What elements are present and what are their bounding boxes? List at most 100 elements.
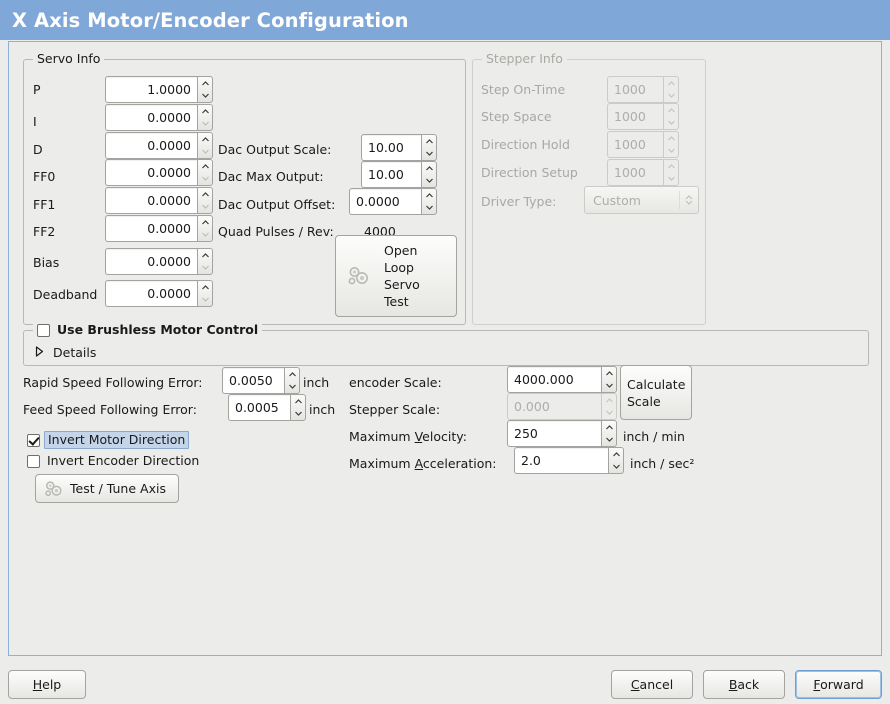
dac-output-offset-spin-buttons[interactable]	[421, 188, 437, 215]
servo-input-ff2[interactable]: 0.0000	[105, 215, 213, 242]
spin-down-icon[interactable]	[422, 148, 436, 161]
spin-up-icon[interactable]	[198, 188, 212, 201]
dac-max-output-value[interactable]: 10.00	[361, 161, 421, 188]
servo-input-ff0-value[interactable]: 0.0000	[105, 159, 197, 186]
spin-up-icon[interactable]	[198, 77, 212, 90]
spin-up-icon[interactable]	[422, 162, 436, 175]
dac-output-scale-input[interactable]: 10.00	[361, 134, 437, 161]
spin-down-icon[interactable]	[422, 175, 436, 188]
servo-input-ff1[interactable]: 0.0000	[105, 187, 213, 214]
servo-input-bias-value[interactable]: 0.0000	[105, 248, 197, 275]
servo-input-deadband-value[interactable]: 0.0000	[105, 280, 197, 307]
maximum-acceleration-value[interactable]: 2.0	[514, 447, 608, 474]
servo-input-p[interactable]: 1.0000	[105, 76, 213, 103]
spin-down-icon[interactable]	[198, 90, 212, 103]
back-button[interactable]: Back	[703, 670, 785, 699]
servo-input-d-value[interactable]: 0.0000	[105, 132, 197, 159]
cancel-button[interactable]: Cancel	[611, 670, 693, 699]
spin-up-icon[interactable]	[291, 395, 305, 408]
encoder-scale-input[interactable]: 4000.000	[507, 366, 617, 393]
servo-input-ff0[interactable]: 0.0000	[105, 159, 213, 186]
dac-output-offset-value[interactable]: 0.0000	[349, 188, 421, 215]
spin-up-icon[interactable]	[198, 105, 212, 118]
servo-input-bias-spin-buttons[interactable]	[197, 248, 213, 275]
use-brushless-motor-control-row[interactable]: Use Brushless Motor Control	[33, 323, 263, 337]
servo-input-ff2-value[interactable]: 0.0000	[105, 215, 197, 242]
spin-up-icon[interactable]	[198, 216, 212, 229]
encoder-scale-value[interactable]: 4000.000	[507, 366, 601, 393]
maximum-velocity-value[interactable]: 250	[507, 420, 601, 447]
dac-max-output-input[interactable]: 10.00	[361, 161, 437, 188]
spin-down-icon[interactable]	[285, 381, 299, 394]
servo-input-ff1-value[interactable]: 0.0000	[105, 187, 197, 214]
driver-type-select[interactable]: Custom	[584, 186, 699, 214]
rapid-speed-following-error-input[interactable]: 0.0050	[222, 367, 300, 394]
details-expander[interactable]: Details	[35, 345, 96, 360]
spin-down-icon[interactable]	[602, 380, 616, 393]
spin-up-icon[interactable]	[602, 421, 616, 434]
servo-input-p-value[interactable]: 1.0000	[105, 76, 197, 103]
calculate-scale-button[interactable]: Calculate Scale	[620, 365, 692, 420]
invert-motor-direction-checkbox[interactable]	[27, 433, 40, 447]
spin-up-icon[interactable]	[198, 160, 212, 173]
direction-hold-input[interactable]: 1000	[607, 131, 679, 158]
invert-encoder-direction-checkbox[interactable]	[27, 454, 40, 468]
maximum-acceleration-input[interactable]: 2.0	[514, 447, 624, 474]
use-brushless-motor-control-checkbox[interactable]	[37, 323, 50, 337]
servo-input-d[interactable]: 0.0000	[105, 132, 213, 159]
test-tune-axis-button[interactable]: Test / Tune Axis	[35, 474, 179, 503]
spin-down-icon[interactable]	[291, 408, 305, 421]
spin-down-icon[interactable]	[609, 461, 623, 474]
servo-input-i[interactable]: 0.0000	[105, 104, 213, 131]
help-button[interactable]: Help	[8, 670, 86, 699]
spin-down-icon[interactable]	[198, 118, 212, 131]
servo-input-ff0-spin-buttons[interactable]	[197, 159, 213, 186]
feed-speed-following-error-input[interactable]: 0.0005	[228, 394, 306, 421]
servo-input-i-value[interactable]: 0.0000	[105, 104, 197, 131]
dac-output-scale-spin-buttons[interactable]	[421, 134, 437, 161]
spin-up-icon[interactable]	[602, 367, 616, 380]
spin-down-icon[interactable]	[198, 294, 212, 307]
spin-down-icon[interactable]	[198, 146, 212, 159]
spin-down-icon[interactable]	[198, 173, 212, 186]
rapid-speed-spin-buttons[interactable]	[284, 367, 300, 394]
spin-up-icon[interactable]	[198, 249, 212, 262]
spin-down-icon[interactable]	[602, 434, 616, 447]
invert-motor-direction-row[interactable]: Invert Motor Direction	[27, 431, 190, 449]
open-loop-servo-test-button[interactable]: Open Loop Servo Test	[335, 235, 457, 317]
servo-input-p-spin-buttons[interactable]	[197, 76, 213, 103]
maximum-velocity-spin-buttons[interactable]	[601, 420, 617, 447]
servo-input-bias[interactable]: 0.0000	[105, 248, 213, 275]
servo-input-i-spin-buttons[interactable]	[197, 104, 213, 131]
chevron-right-icon[interactable]	[35, 345, 44, 360]
dac-output-offset-input[interactable]: 0.0000	[349, 188, 437, 215]
spin-down-icon[interactable]	[198, 262, 212, 275]
direction-setup-input[interactable]: 1000	[607, 159, 679, 186]
spin-up-icon[interactable]	[609, 448, 623, 461]
spin-down-icon[interactable]	[198, 201, 212, 214]
invert-encoder-direction-row[interactable]: Invert Encoder Direction	[27, 454, 199, 468]
spin-down-icon[interactable]	[422, 202, 436, 215]
spin-up-icon[interactable]	[422, 135, 436, 148]
spin-up-icon[interactable]	[422, 189, 436, 202]
servo-input-ff2-spin-buttons[interactable]	[197, 215, 213, 242]
stepper-scale-input[interactable]: 0.000	[507, 393, 617, 420]
servo-input-d-spin-buttons[interactable]	[197, 132, 213, 159]
feed-speed-following-error-value[interactable]: 0.0005	[228, 394, 290, 421]
spin-up-icon[interactable]	[198, 133, 212, 146]
dac-output-scale-value[interactable]: 10.00	[361, 134, 421, 161]
spin-up-icon[interactable]	[198, 281, 212, 294]
servo-input-ff1-spin-buttons[interactable]	[197, 187, 213, 214]
dac-max-output-spin-buttons[interactable]	[421, 161, 437, 188]
servo-input-deadband[interactable]: 0.0000	[105, 280, 213, 307]
spin-up-icon[interactable]	[285, 368, 299, 381]
maximum-acceleration-spin-buttons[interactable]	[608, 447, 624, 474]
maximum-velocity-input[interactable]: 250	[507, 420, 617, 447]
encoder-scale-spin-buttons[interactable]	[601, 366, 617, 393]
forward-button[interactable]: Forward	[795, 670, 882, 699]
feed-speed-spin-buttons[interactable]	[290, 394, 306, 421]
step-space-input[interactable]: 1000	[607, 103, 679, 130]
rapid-speed-following-error-value[interactable]: 0.0050	[222, 367, 284, 394]
step-on-time-input[interactable]: 1000	[607, 76, 679, 103]
servo-input-deadband-spin-buttons[interactable]	[197, 280, 213, 307]
